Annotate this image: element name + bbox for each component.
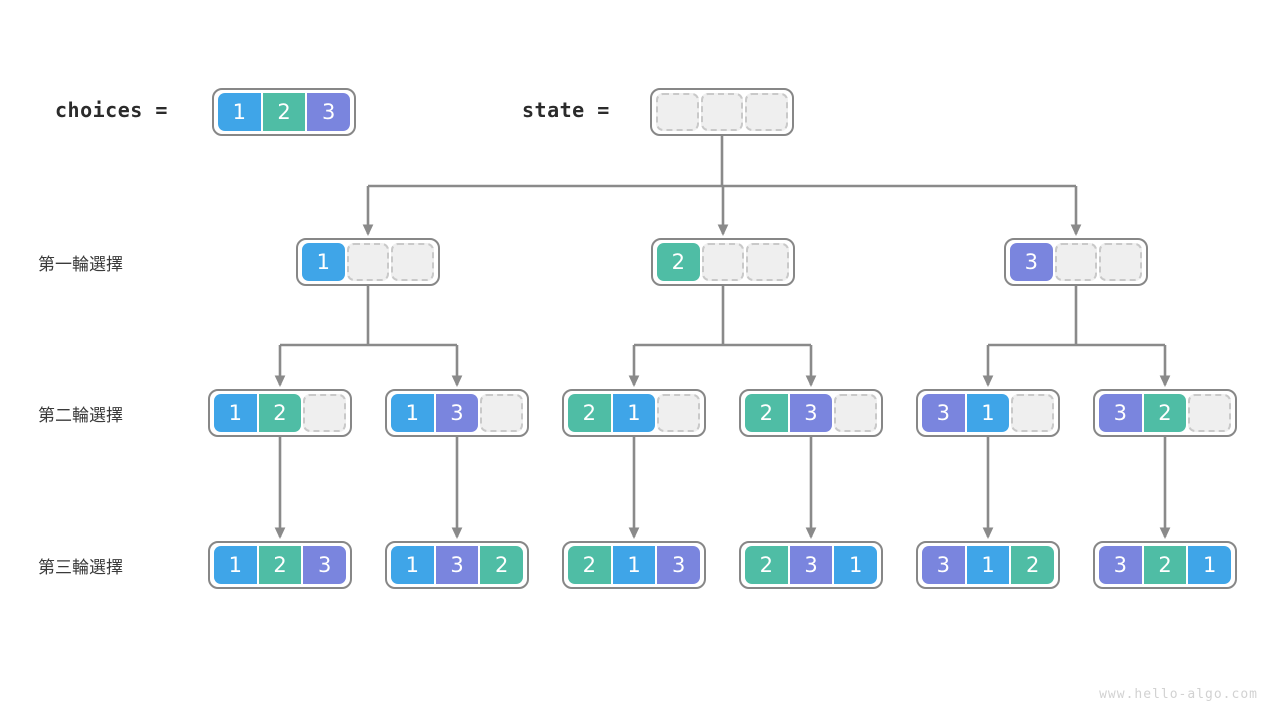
- cell-filled-2: 2: [1143, 394, 1187, 432]
- cell-filled-3: 3: [1010, 243, 1053, 281]
- cell-empty: [701, 243, 745, 281]
- state-array: [650, 88, 794, 136]
- cell-filled-1: 1: [214, 546, 257, 584]
- cell-empty: [346, 243, 390, 281]
- cell-filled-3: 3: [435, 546, 479, 584]
- cell-filled-2: 2: [745, 546, 788, 584]
- cell-filled-2: 2: [258, 546, 302, 584]
- cell-filled-3: 3: [435, 394, 479, 432]
- cell-empty: [1188, 394, 1231, 432]
- cell-filled-1: 1: [391, 394, 434, 432]
- cell-filled-3: 3: [922, 394, 965, 432]
- cell-filled-3: 3: [1099, 394, 1142, 432]
- cell-filled-2: 2: [1011, 546, 1055, 584]
- cell-empty: [1099, 243, 1142, 281]
- cell-empty: [746, 243, 789, 281]
- cell-filled-1: 1: [302, 243, 345, 281]
- cell-filled-3: 3: [303, 546, 347, 584]
- cell-filled-3: 3: [657, 546, 701, 584]
- cell-filled-3: 3: [307, 93, 351, 131]
- cell-filled-1: 1: [218, 93, 261, 131]
- choices-label: choices =: [55, 98, 168, 122]
- cell-filled-1: 1: [214, 394, 257, 432]
- cell-filled-2: 2: [262, 93, 306, 131]
- array-node-2: 2: [651, 238, 795, 286]
- cell-filled-3: 3: [789, 394, 833, 432]
- array-node-1: 1: [296, 238, 440, 286]
- cell-empty: [834, 394, 877, 432]
- cell-filled-3: 3: [922, 546, 965, 584]
- cell-filled-1: 1: [966, 546, 1010, 584]
- cell-filled-1: 1: [1188, 546, 1232, 584]
- array-node-3: 3: [1004, 238, 1148, 286]
- cell-filled-2: 2: [480, 546, 524, 584]
- cell-filled-1: 1: [612, 546, 656, 584]
- cell-empty: [480, 394, 523, 432]
- cell-empty: [700, 93, 744, 131]
- row-label-round-3: 第三輪選擇: [38, 558, 123, 578]
- cell-empty: [656, 93, 699, 131]
- cell-empty: [1011, 394, 1054, 432]
- cell-filled-2: 2: [745, 394, 788, 432]
- cell-filled-2: 2: [568, 546, 611, 584]
- cell-filled-2: 2: [568, 394, 611, 432]
- cell-filled-1: 1: [391, 546, 434, 584]
- state-label: state =: [522, 98, 610, 122]
- row-label-round-2: 第二輪選擇: [38, 406, 123, 426]
- cell-empty: [657, 394, 700, 432]
- cell-filled-2: 2: [258, 394, 302, 432]
- cell-filled-2: 2: [657, 243, 700, 281]
- cell-empty: [1054, 243, 1098, 281]
- cell-filled-3: 3: [1099, 546, 1142, 584]
- cell-empty: [391, 243, 434, 281]
- cell-empty: [745, 93, 789, 131]
- cell-filled-1: 1: [834, 546, 878, 584]
- cell-filled-3: 3: [789, 546, 833, 584]
- cell-empty: [303, 394, 346, 432]
- row-label-round-1: 第一輪選擇: [38, 255, 123, 275]
- watermark: www.hello-algo.com: [1099, 687, 1258, 702]
- cell-filled-1: 1: [612, 394, 656, 432]
- cell-filled-2: 2: [1143, 546, 1187, 584]
- cell-filled-1: 1: [966, 394, 1010, 432]
